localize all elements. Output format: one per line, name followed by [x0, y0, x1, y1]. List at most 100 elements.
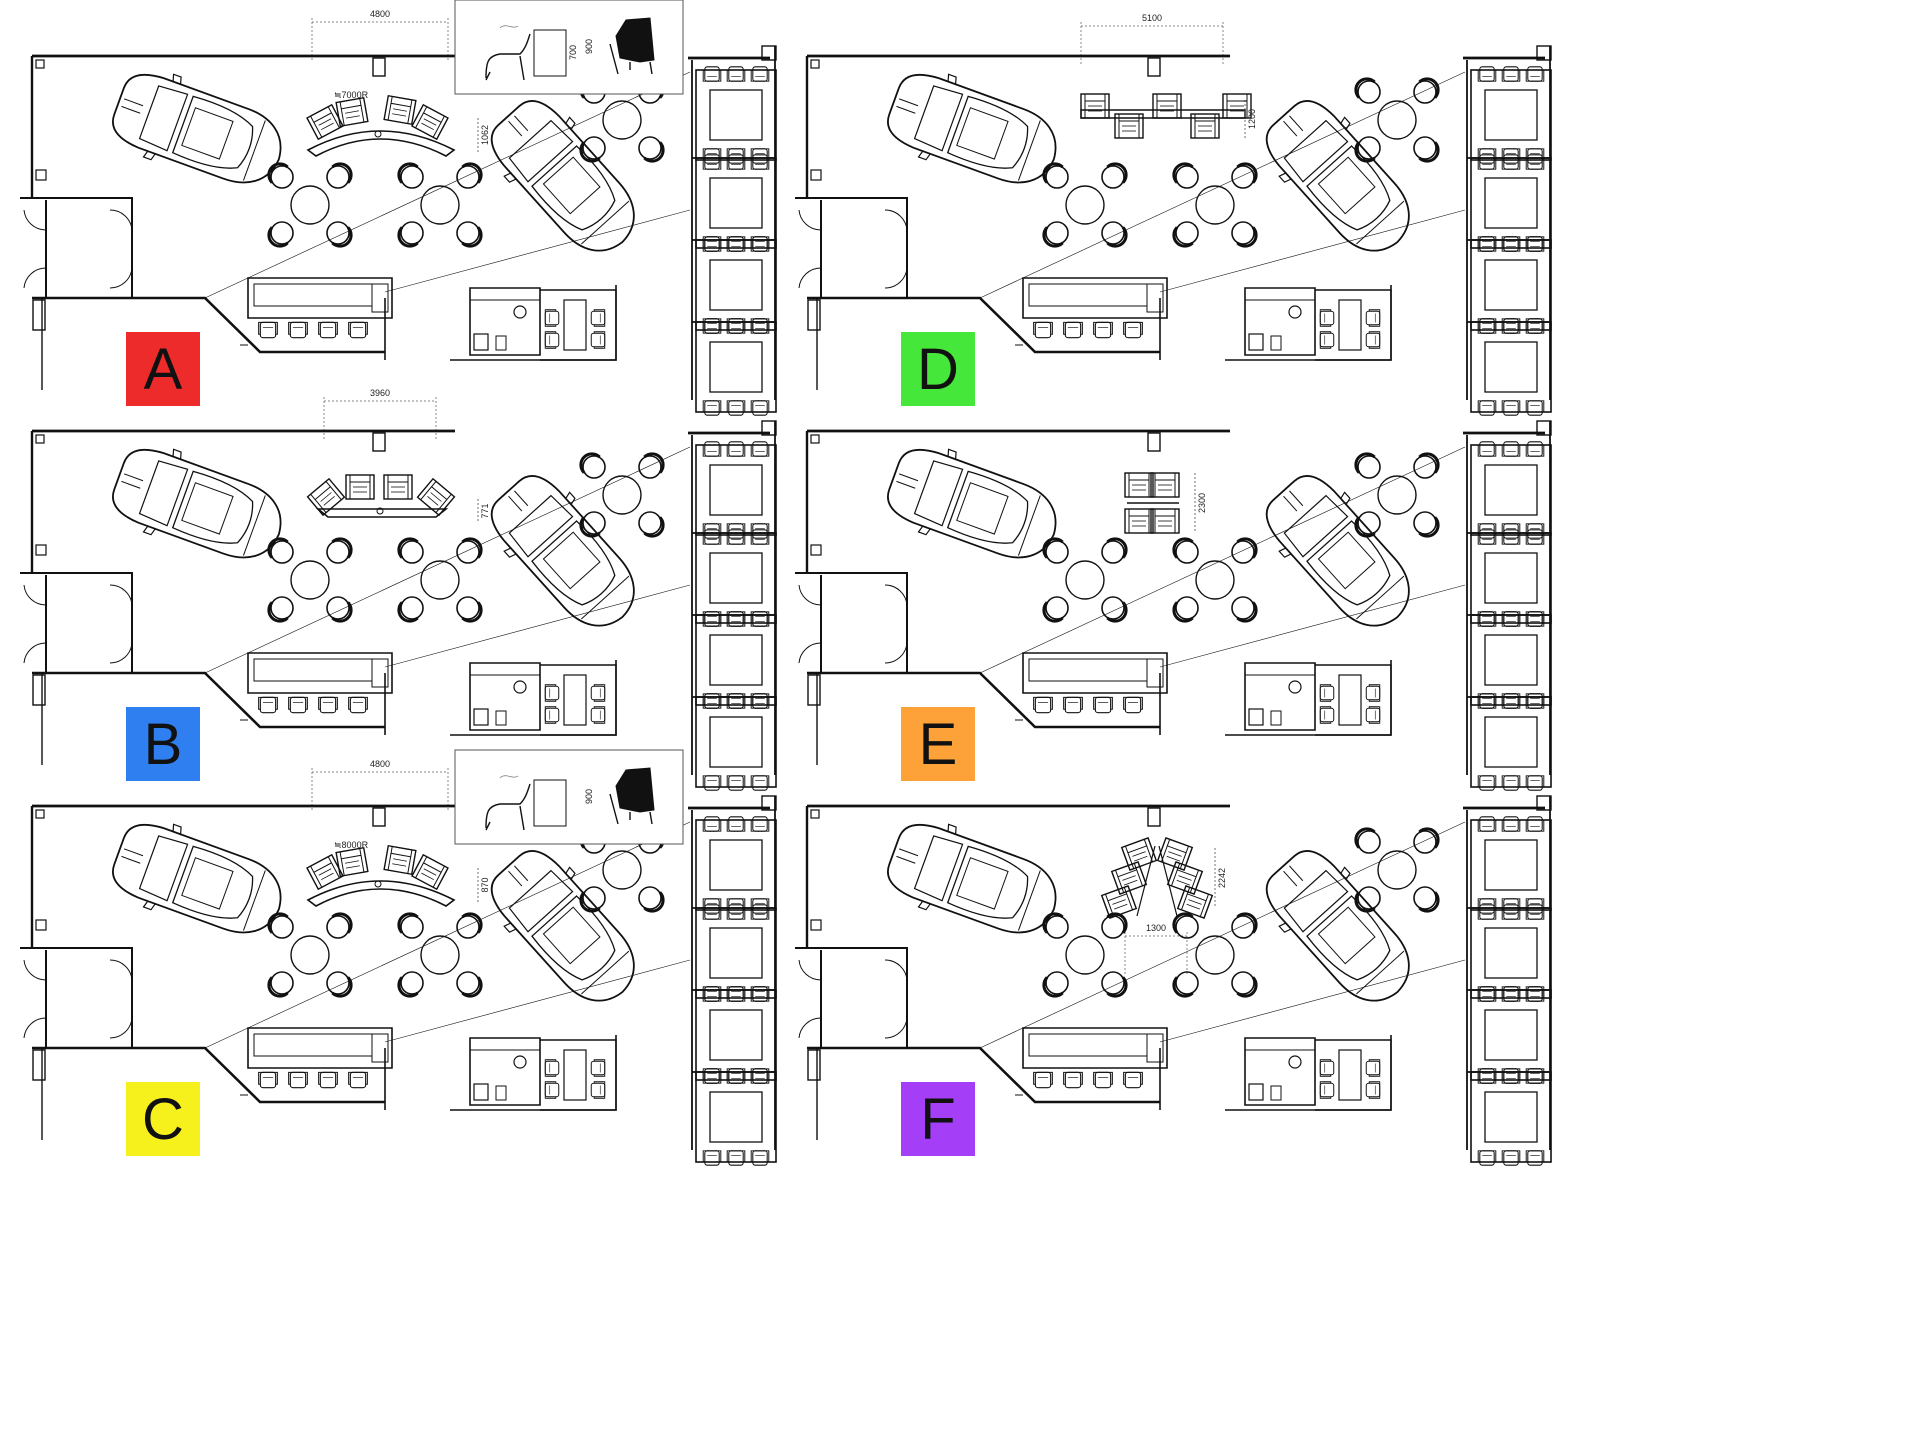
- meeting-booth: [1470, 1068, 1552, 1166]
- chair: [750, 775, 770, 791]
- chair: [1501, 236, 1521, 252]
- chair: [1172, 912, 1199, 939]
- chair: [1365, 1081, 1381, 1099]
- armchair: [1150, 472, 1180, 498]
- chair: [750, 148, 770, 164]
- chair: [1123, 696, 1143, 714]
- dimension-depth: 771: [477, 499, 490, 523]
- option-badge-d: D: [901, 332, 975, 406]
- chair: [1319, 1081, 1335, 1099]
- chair: [267, 596, 294, 623]
- option-badge-c: C: [126, 1082, 200, 1156]
- chair: [590, 1081, 606, 1099]
- chair: [750, 154, 770, 170]
- chair: [456, 971, 483, 998]
- chair: [1525, 318, 1545, 334]
- round-table-set: [1042, 537, 1128, 623]
- chair: [456, 537, 483, 564]
- chair: [1501, 66, 1521, 82]
- armchair: [383, 474, 413, 500]
- car: [1265, 474, 1410, 627]
- chair: [1354, 136, 1381, 163]
- dimension-depth: 2300: [1194, 473, 1207, 533]
- round-table-set: [1354, 452, 1440, 538]
- chair: [1501, 986, 1521, 1002]
- chair: [750, 236, 770, 252]
- chair: [1501, 898, 1521, 914]
- chair: [1477, 318, 1497, 334]
- chair: [1525, 1068, 1545, 1084]
- chair: [702, 318, 722, 334]
- chair: [726, 400, 746, 416]
- floor-plan: [795, 795, 1552, 1166]
- armchair: [383, 94, 417, 126]
- service-counter: [247, 1027, 393, 1089]
- chair: [1365, 706, 1381, 724]
- chair: [1525, 236, 1545, 252]
- radius-label: ≒8000R: [334, 840, 369, 850]
- chair: [1413, 827, 1440, 854]
- chair: [318, 321, 338, 339]
- dimension-label: 870: [480, 877, 490, 892]
- chair: [1042, 162, 1069, 189]
- chair: [702, 66, 722, 82]
- round-table-set: [1042, 162, 1128, 248]
- dimension-width: 3960: [323, 388, 437, 441]
- car: [112, 448, 282, 559]
- chair: [544, 1081, 560, 1099]
- chair: [702, 775, 722, 791]
- chair: [590, 684, 606, 702]
- chair: [1042, 912, 1069, 939]
- meeting-booth: [1470, 693, 1552, 791]
- floor-plan: [20, 420, 777, 791]
- option-badge-a: A: [126, 332, 200, 406]
- chair: [1172, 537, 1199, 564]
- chair: [1477, 529, 1497, 545]
- chair: [1354, 827, 1381, 854]
- chair: [1501, 1150, 1521, 1166]
- chair: [750, 611, 770, 627]
- chair: [726, 66, 746, 82]
- service-counter: [1022, 277, 1168, 339]
- chair: [726, 693, 746, 709]
- car: [112, 823, 282, 934]
- floor-plan: [795, 45, 1552, 416]
- round-table-set: [1172, 162, 1258, 248]
- chair: [750, 986, 770, 1002]
- chair: [590, 309, 606, 327]
- car: [490, 474, 635, 627]
- chair: [258, 1071, 278, 1089]
- chair: [1525, 898, 1545, 914]
- chair: [702, 1068, 722, 1084]
- pantry: [469, 662, 617, 736]
- chair: [1477, 1068, 1497, 1084]
- chair: [1231, 971, 1258, 998]
- chair: [726, 236, 746, 252]
- chair: [1501, 236, 1521, 252]
- meeting-booth: [695, 693, 777, 791]
- meeting-booth: [695, 816, 777, 914]
- chair: [1477, 904, 1497, 920]
- meeting-booth: [1470, 441, 1552, 539]
- round-table-set: [1172, 537, 1258, 623]
- car: [887, 823, 1057, 934]
- armchair: [335, 846, 369, 878]
- chair: [397, 537, 424, 564]
- chair: [638, 886, 665, 913]
- armchair: [383, 844, 417, 876]
- chair: [638, 511, 665, 538]
- chair: [726, 816, 746, 832]
- meeting-booth: [695, 318, 777, 416]
- chair: [702, 816, 722, 832]
- chair: [456, 912, 483, 939]
- seating-arrangement: [1080, 93, 1252, 139]
- chair: [318, 696, 338, 714]
- chair: [1365, 1059, 1381, 1077]
- chair: [750, 693, 770, 709]
- chair: [1365, 331, 1381, 349]
- chair: [1525, 400, 1545, 416]
